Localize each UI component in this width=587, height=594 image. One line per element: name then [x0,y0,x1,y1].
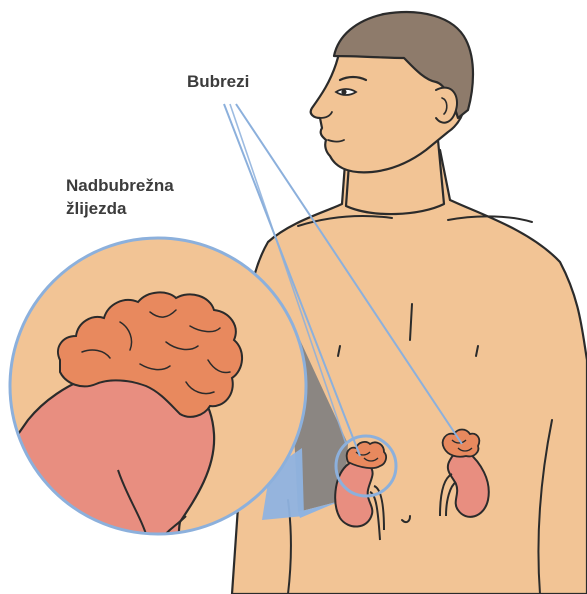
adrenal-gland-label-line1: Nadbubrežna [66,174,174,197]
pupil [341,89,346,94]
adrenal-gland-label-line2: žlijezda [66,197,174,220]
kidneys-label: Bubrezi [187,70,249,93]
adrenal-gland-label: Nadbubrežna žlijezda [66,174,174,220]
